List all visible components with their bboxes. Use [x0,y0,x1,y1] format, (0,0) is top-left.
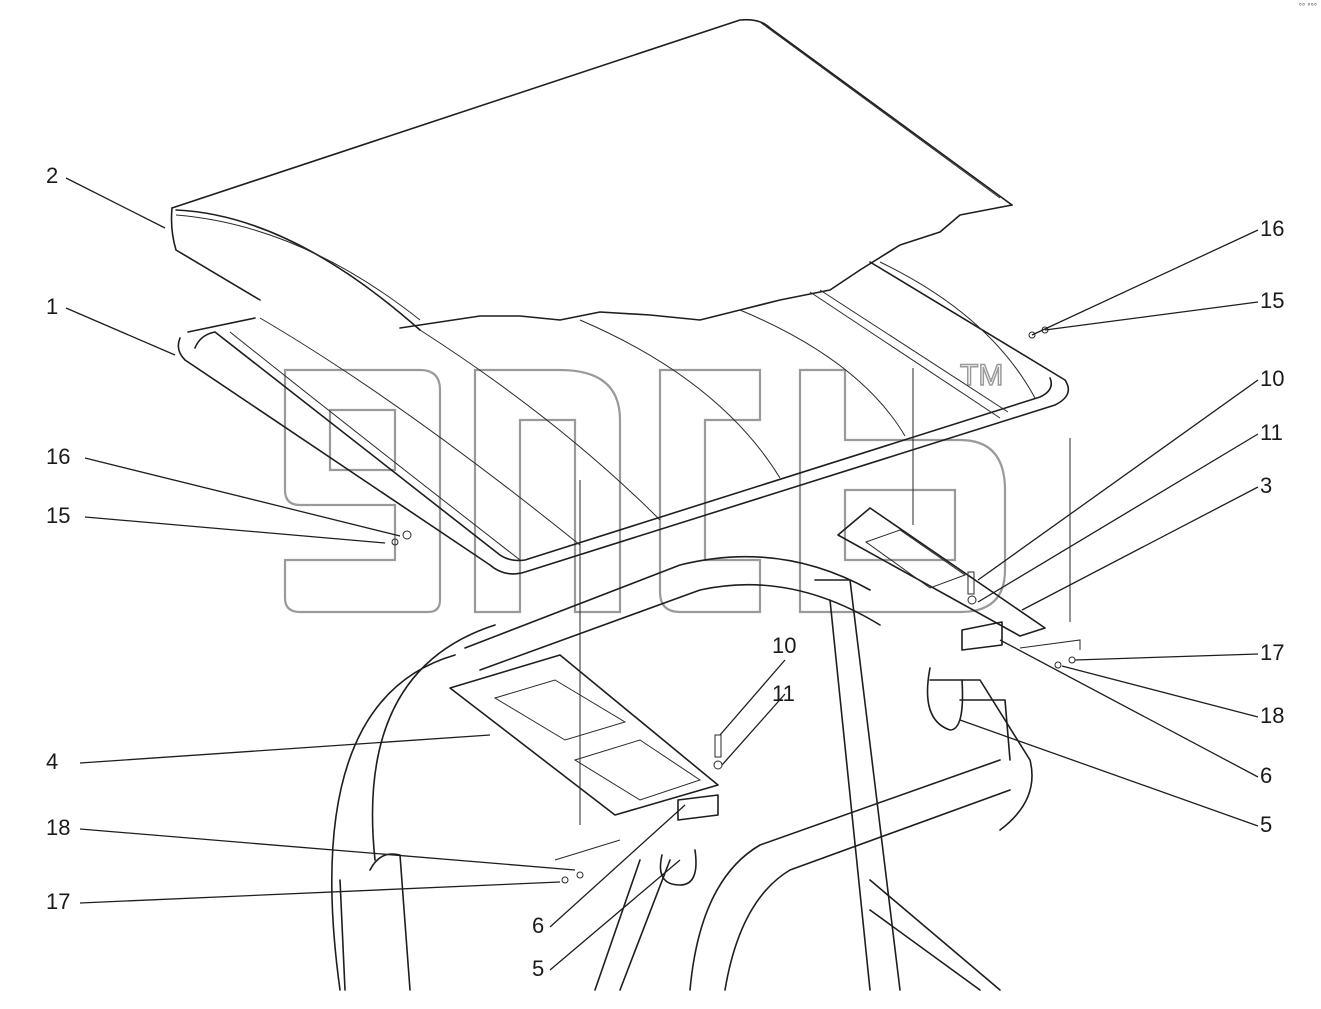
guide-lines [554,368,1081,861]
callout-6: 6 [532,913,545,938]
callout-1: 1 [46,294,59,319]
callout-16: 16 [46,444,71,469]
callout-10: 10 [772,633,797,658]
bracket-4 [449,654,719,886]
callout-4: 4 [46,749,59,774]
callout-15: 15 [1260,288,1285,313]
callout-18: 18 [1260,703,1285,728]
leader-lines [65,177,1259,971]
callout-17: 17 [46,889,71,914]
callout-18: 18 [46,815,71,840]
corner-tag: °° °°° [1298,2,1317,11]
canopy-frame [177,261,1070,575]
hardware [391,326,1076,884]
watermark-tm: TM [960,359,1003,392]
canopy-top [170,18,1013,331]
callout-11: 11 [1260,420,1283,445]
callout-11: 11 [772,681,795,706]
callout-3: 3 [1260,473,1273,498]
callout-5: 5 [1260,812,1273,837]
bracket-3 [837,507,1046,731]
callout-5: 5 [532,956,545,981]
callout-2: 2 [46,163,59,188]
cab-frame [331,555,1033,991]
callout-15: 15 [46,503,71,528]
callout-6: 6 [1260,763,1273,788]
callout-10: 10 [1260,366,1285,391]
callout-17: 17 [1260,640,1285,665]
watermark-logo [283,368,1007,614]
callout-16: 16 [1260,216,1285,241]
